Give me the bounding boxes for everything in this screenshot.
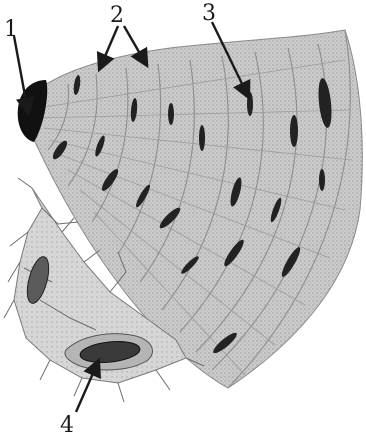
label-2: 2 <box>110 3 124 28</box>
label-4: 4 <box>60 413 74 438</box>
label-1: 1 <box>4 17 18 42</box>
label-3: 3 <box>202 1 216 26</box>
